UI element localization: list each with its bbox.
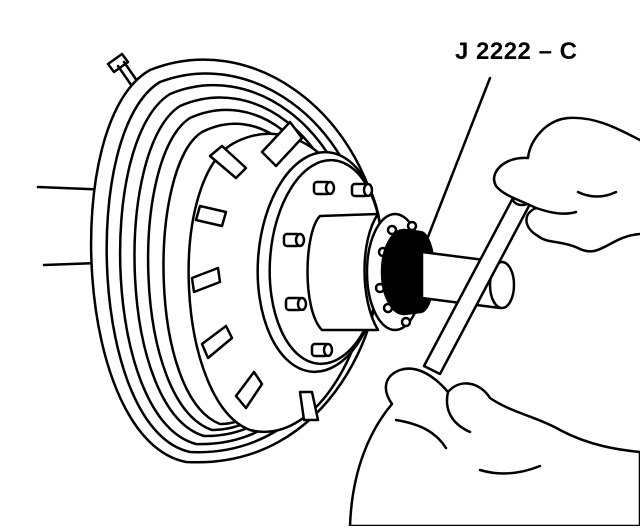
wheel-stud-icon [282, 180, 374, 358]
hand-icon-lower [348, 367, 640, 528]
drum-fins-icon [190, 120, 320, 422]
tool-number-label: J 2222 – C [455, 38, 578, 65]
hand-icon [492, 116, 640, 253]
callout-leader-line [424, 76, 492, 244]
installer-tool-icon [420, 191, 533, 376]
